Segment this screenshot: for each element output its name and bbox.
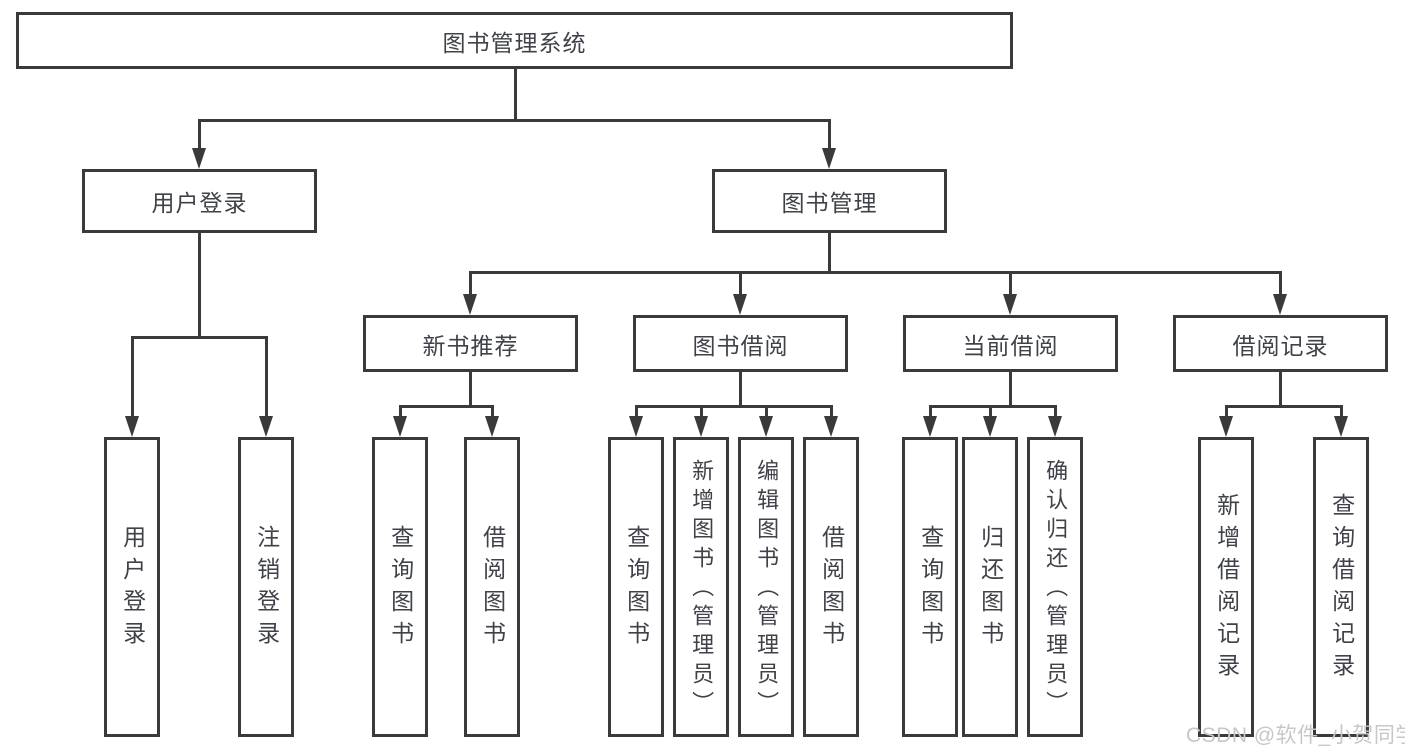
arrowhead-borrow-records — [1273, 294, 1287, 315]
connector-to-new-book-rec — [469, 271, 472, 296]
connector-to-nb-borrow — [491, 405, 494, 418]
node-current-borrow: 当前借阅 — [903, 315, 1118, 372]
arrowhead-user-login — [192, 148, 206, 169]
arrowhead-bb-edit — [759, 416, 773, 437]
leaf-bb-edit-books-label: 编辑图书（管理员） — [754, 458, 780, 720]
leaf-bb-query-books-label: 查询图书 — [623, 525, 650, 653]
node-borrow-records-label: 借阅记录 — [1232, 332, 1329, 359]
leaf-ul-user-login-label: 用户登录 — [119, 525, 146, 653]
connector-new-book-rec-bus — [399, 405, 494, 408]
arrowhead-bb-query — [629, 416, 643, 437]
leaf-br-add-record: 新增借阅记录 — [1198, 437, 1254, 737]
connector-user-login-drop — [198, 233, 201, 339]
leaf-cb-confirm-return-label: 确认归还（管理员） — [1043, 458, 1069, 720]
arrowhead-current-borrow — [1003, 294, 1017, 315]
node-book-borrow-label: 图书借阅 — [692, 332, 789, 359]
leaf-ul-logout: 注销登录 — [238, 437, 294, 737]
leaf-ul-logout-label: 注销登录 — [253, 525, 280, 653]
leaf-bb-borrow-books: 借阅图书 — [803, 437, 859, 737]
node-user-login-label: 用户登录 — [151, 190, 248, 216]
node-root: 图书管理系统 — [16, 12, 1013, 69]
node-book-borrow: 图书借阅 — [633, 315, 848, 372]
leaf-nb-query-books-label: 查询图书 — [387, 525, 414, 653]
connector-to-bb-add — [700, 405, 703, 418]
node-new-book-rec-label: 新书推荐 — [422, 332, 519, 359]
arrowhead-new-book-rec — [463, 294, 477, 315]
leaf-cb-query-books-label: 查询图书 — [917, 525, 944, 653]
arrowhead-cb-return — [983, 416, 997, 437]
leaf-nb-borrow-books-label: 借阅图书 — [479, 525, 506, 653]
connector-to-bb-borrow — [830, 405, 833, 418]
connector-borrow-records-bus — [1225, 405, 1343, 408]
connector-to-br-add — [1225, 405, 1228, 418]
connector-to-borrow-records — [1279, 271, 1282, 296]
connector-borrow-records-drop — [1279, 372, 1282, 408]
arrowhead-book-borrow — [733, 294, 747, 315]
connector-to-cb-confirm — [1054, 405, 1057, 418]
leaf-nb-query-books: 查询图书 — [372, 437, 428, 737]
leaf-nb-borrow-books: 借阅图书 — [464, 437, 520, 737]
arrowhead-ul-login — [125, 416, 139, 437]
leaf-bb-query-books: 查询图书 — [608, 437, 664, 737]
arrowhead-book-mgmt — [822, 148, 836, 169]
node-root-label: 图书管理系统 — [442, 29, 587, 56]
connector-to-cb-return — [989, 405, 992, 418]
node-current-borrow-label: 当前借阅 — [962, 332, 1059, 359]
leaf-bb-add-books: 新增图书（管理员） — [673, 437, 729, 737]
connector-level2-bus — [198, 119, 831, 122]
connector-new-book-rec-drop — [469, 372, 472, 408]
leaf-br-query-record-label: 查询借阅记录 — [1328, 493, 1355, 685]
leaf-bb-edit-books: 编辑图书（管理员） — [738, 437, 794, 737]
connector-to-book-borrow — [739, 271, 742, 296]
leaf-ul-user-login: 用户登录 — [104, 437, 160, 737]
connector-user-login-bus — [131, 336, 268, 339]
connector-to-cb-query — [929, 405, 932, 418]
leaf-br-query-record: 查询借阅记录 — [1313, 437, 1369, 737]
connector-to-current-borrow — [1009, 271, 1012, 296]
connector-to-nb-query — [399, 405, 402, 418]
connector-to-ul-logout — [265, 336, 268, 418]
leaf-br-add-record-label: 新增借阅记录 — [1213, 493, 1240, 685]
connector-to-bb-query — [635, 405, 638, 418]
node-book-mgmt-label: 图书管理 — [781, 190, 878, 216]
connector-to-user-login — [198, 119, 201, 150]
arrowhead-cb-confirm — [1048, 416, 1062, 437]
leaf-cb-confirm-return: 确认归还（管理员） — [1027, 437, 1083, 737]
arrowhead-nb-borrow — [485, 416, 499, 437]
node-borrow-records: 借阅记录 — [1173, 315, 1388, 372]
connector-to-bb-edit — [765, 405, 768, 418]
arrowhead-br-query — [1334, 416, 1348, 437]
arrowhead-br-add — [1219, 416, 1233, 437]
connector-to-book-mgmt — [828, 119, 831, 150]
node-new-book-rec: 新书推荐 — [363, 315, 578, 372]
leaf-cb-query-books: 查询图书 — [902, 437, 958, 737]
csdn-watermark: CSDN @软件_小贺同学 — [1186, 724, 1405, 747]
connector-to-br-query — [1340, 405, 1343, 418]
leaf-bb-borrow-books-label: 借阅图书 — [818, 525, 845, 653]
arrowhead-cb-query — [923, 416, 937, 437]
connector-root-drop — [514, 69, 517, 121]
arrowhead-bb-add — [694, 416, 708, 437]
leaf-bb-add-books-label: 新增图书（管理员） — [689, 458, 715, 720]
connector-book-mgmt-drop — [828, 233, 831, 274]
arrowhead-ul-logout — [259, 416, 273, 437]
connector-book-borrow-drop — [739, 372, 742, 408]
node-book-mgmt: 图书管理 — [712, 169, 947, 233]
arrowhead-bb-borrow — [824, 416, 838, 437]
connector-current-borrow-drop — [1009, 372, 1012, 408]
connector-to-ul-login — [131, 336, 134, 418]
connector-level3-bus — [469, 271, 1282, 274]
connector-current-borrow-bus — [929, 405, 1057, 408]
leaf-cb-return-books-label: 归还图书 — [977, 525, 1004, 653]
leaf-cb-return-books: 归还图书 — [962, 437, 1018, 737]
connector-book-borrow-bus — [635, 405, 833, 408]
node-user-login: 用户登录 — [82, 169, 317, 233]
arrowhead-nb-query — [393, 416, 407, 437]
